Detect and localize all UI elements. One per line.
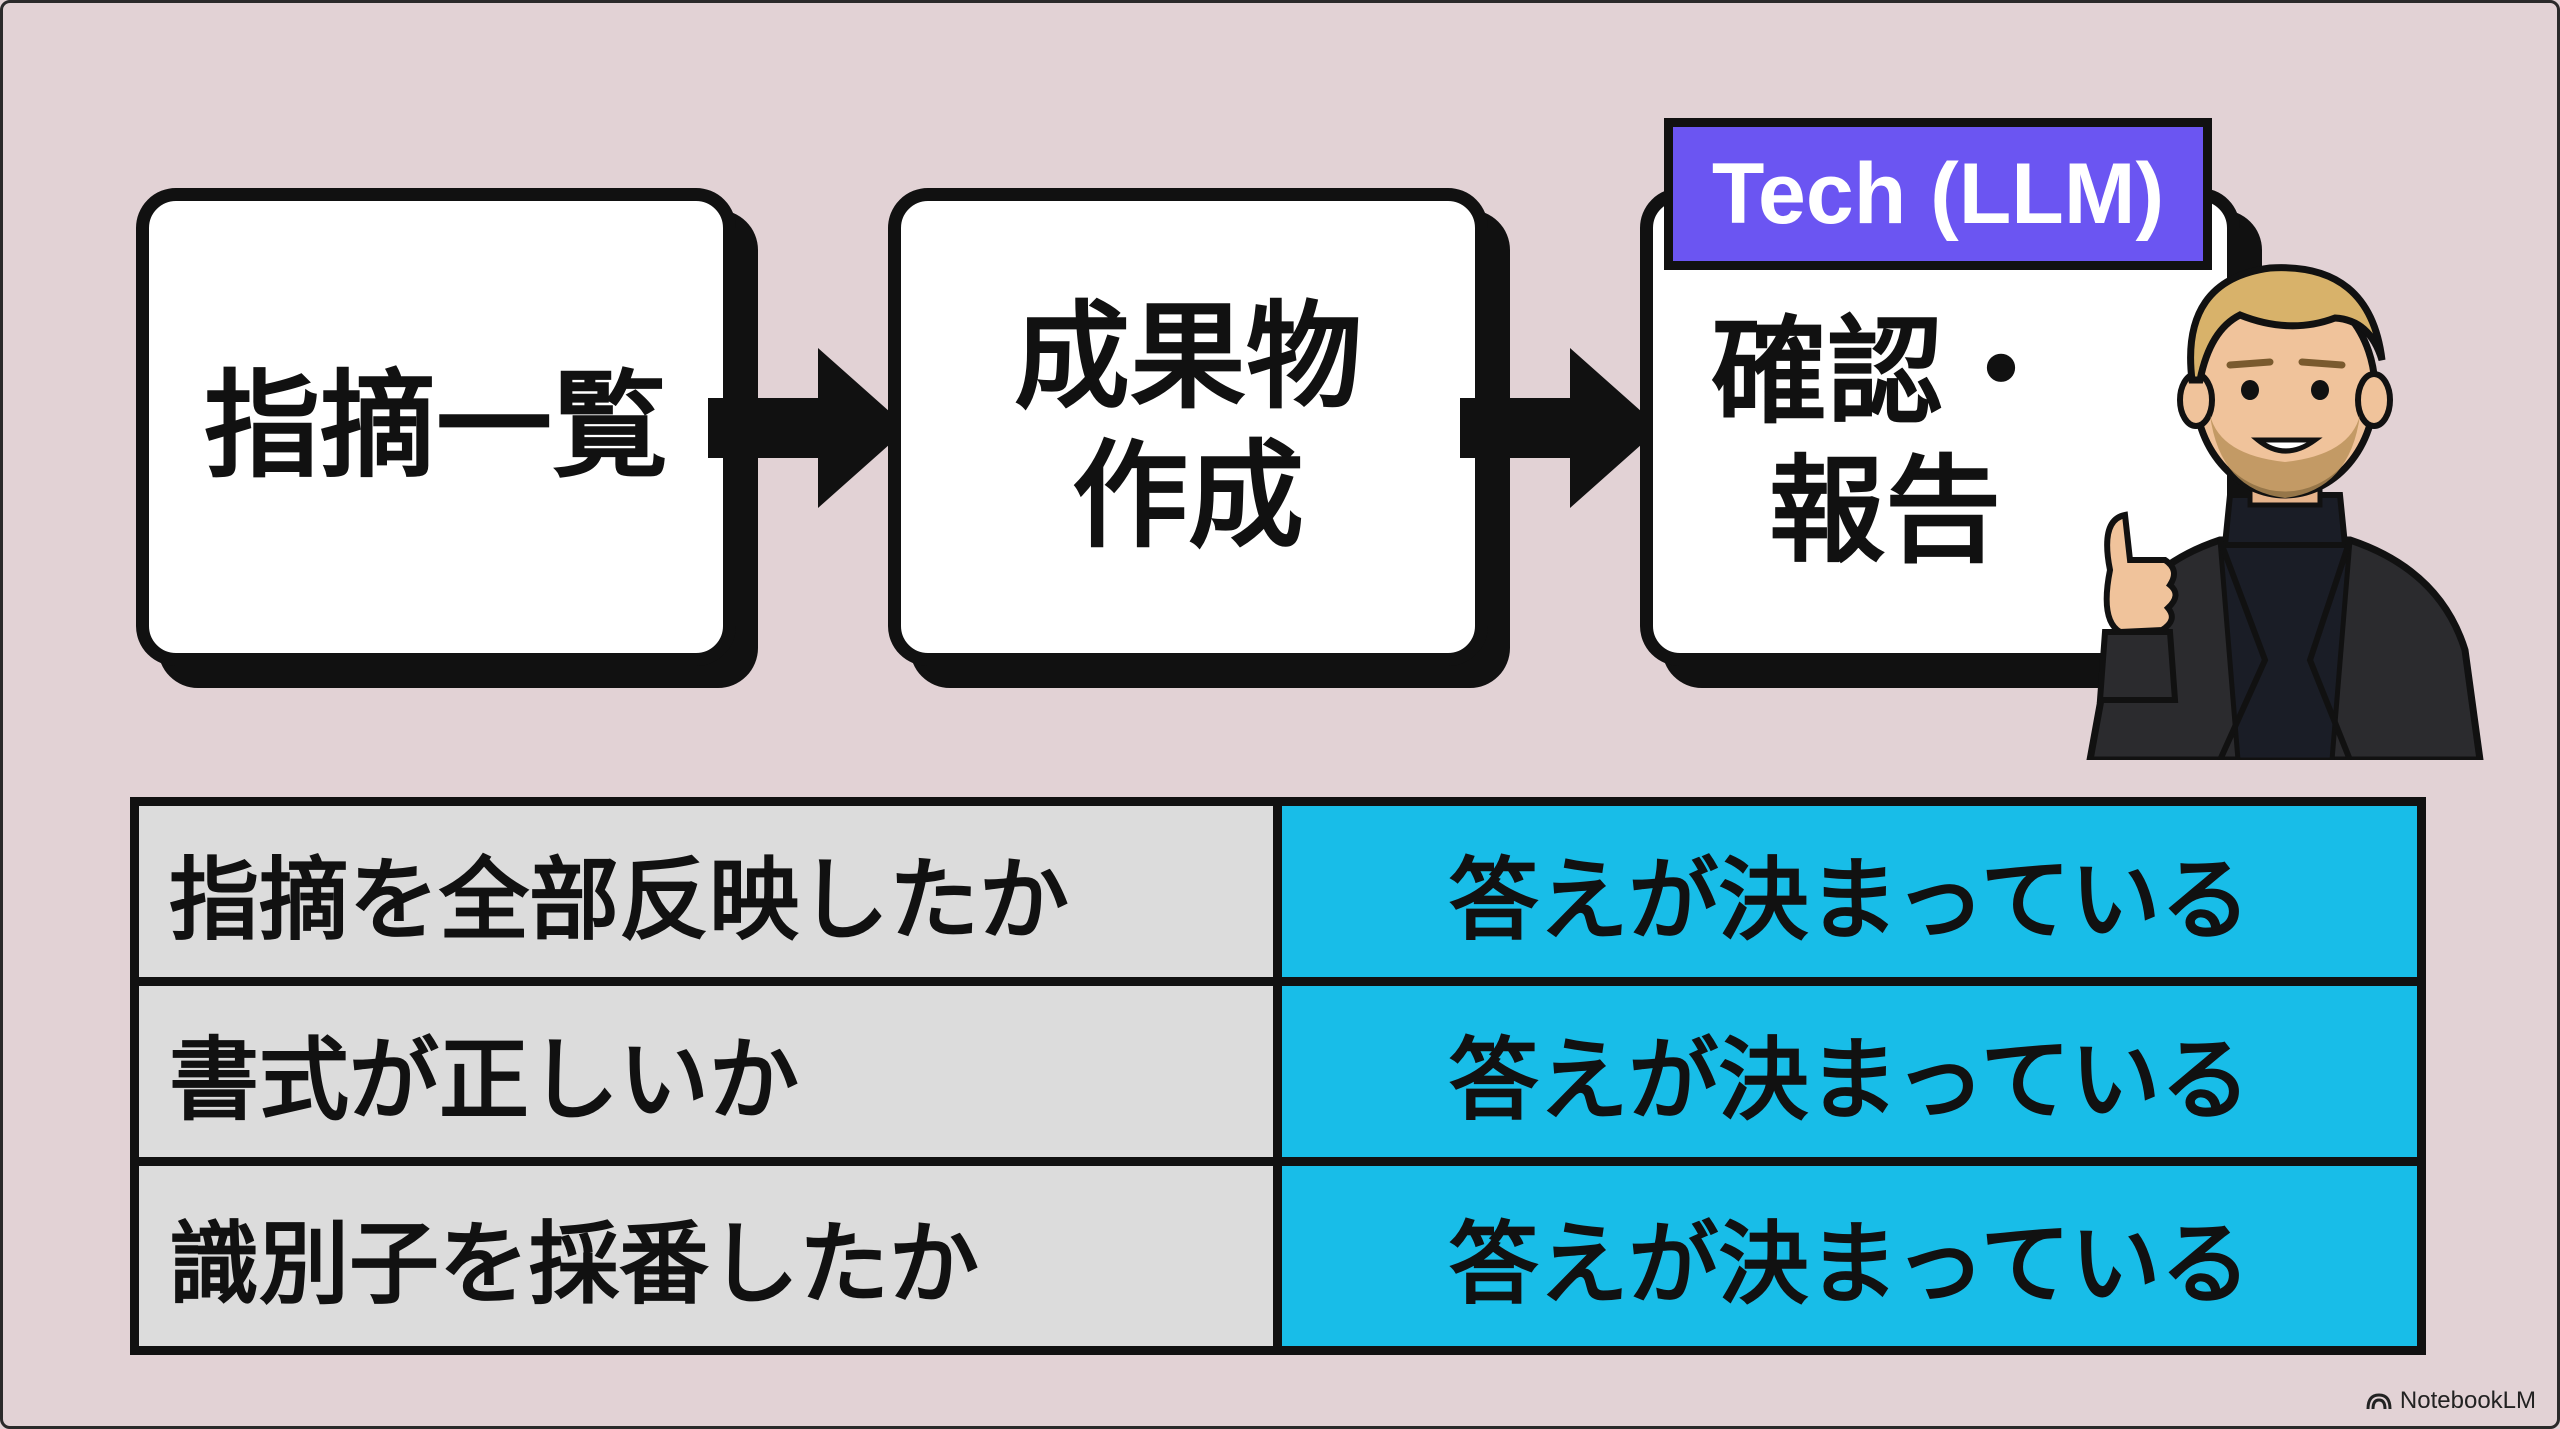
right-arrow-icon <box>1460 348 1660 508</box>
notebooklm-branding: NotebookLM <box>2366 1387 2536 1415</box>
table-row-item: 指摘を全部反映したか <box>139 806 1282 986</box>
step-box-deliverable: 成果物 作成 <box>888 188 1488 666</box>
table-row-answer: 答えが決まっている <box>1282 1166 2417 1346</box>
table-row-answer: 答えが決まっている <box>1282 806 2417 986</box>
brand-label: NotebookLM <box>2399 1387 2536 1414</box>
right-arrow-icon <box>708 348 908 508</box>
checklist-table: 指摘を全部反映したか 答えが決まっている 書式が正しいか 答えが決まっている 識… <box>130 797 2426 1355</box>
step-label: 成果物 作成 <box>1014 289 1362 564</box>
step-label: 確認・ 報告 <box>1711 304 2059 579</box>
step-box-issue-list: 指摘一覧 <box>136 188 736 666</box>
table-row-item: 識別子を採番したか <box>139 1166 1282 1346</box>
table-row-item: 書式が正しいか <box>139 986 1282 1166</box>
step-label: 指摘一覧 <box>204 359 668 495</box>
presenter-illustration <box>2086 264 2484 760</box>
tech-llm-tag: Tech (LLM) <box>1664 118 2212 270</box>
notebooklm-logo-icon <box>2366 1393 2392 1410</box>
table-row-answer: 答えが決まっている <box>1282 986 2417 1166</box>
